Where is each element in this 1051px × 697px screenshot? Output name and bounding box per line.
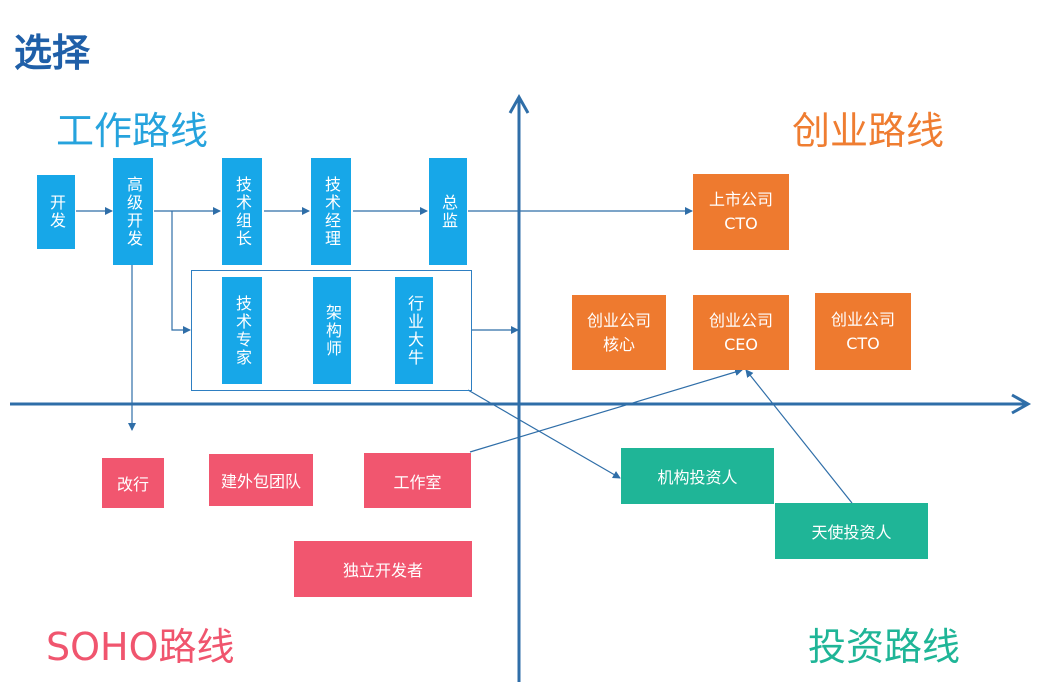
node-listed-company-cto-line2: CTO xyxy=(724,214,758,233)
node-startup-ceo-line2: CEO xyxy=(724,334,758,354)
node-studio-label: 工作室 xyxy=(393,472,442,492)
node-institutional-investor-label: 机构投资人 xyxy=(657,468,738,487)
node-startup-core-line2: 核心 xyxy=(602,334,635,354)
expert-group-frame xyxy=(191,270,472,391)
node-startup-core: 创业公司 核心 xyxy=(572,295,666,370)
node-outsourcing-team-label: 建外包团队 xyxy=(220,472,301,491)
node-tech-lead-label: 技术组长 xyxy=(233,175,252,248)
node-tech-expert-label: 技术专家 xyxy=(233,294,252,367)
node-angel-investor-label: 天使投资人 xyxy=(811,523,892,542)
node-listed-company-cto-line1: 上市公司 xyxy=(708,190,773,209)
quadrant-label-invest: 投资路线 xyxy=(808,625,961,669)
node-listed-company-cto: 上市公司 CTO xyxy=(693,174,789,250)
node-dev-label: 开发 xyxy=(47,194,66,230)
node-indie-dev: 独立开发者 xyxy=(294,541,472,597)
quadrant-label-startup: 创业路线 xyxy=(792,109,945,153)
node-startup-core-line1: 创业公司 xyxy=(586,310,651,330)
node-senior-dev-label: 高级开发 xyxy=(124,175,143,248)
arrow-studio-ceo xyxy=(469,368,743,453)
node-indie-dev-label: 独立开发者 xyxy=(342,561,423,580)
node-startup-ceo-line1: 创业公司 xyxy=(708,310,773,330)
quadrant-label-work: 工作路线 xyxy=(56,109,209,153)
node-tech-expert: 技术专家 xyxy=(222,277,262,384)
node-industry-leader-label: 行业大牛 xyxy=(405,294,424,367)
page-title: 选择 xyxy=(14,31,91,75)
node-angel-investor: 天使投资人 xyxy=(775,503,928,559)
node-studio: 工作室 xyxy=(364,453,471,508)
node-startup-ceo: 创业公司 CEO xyxy=(693,295,789,370)
node-tech-manager: 技术经理 xyxy=(311,158,351,265)
node-tech-manager-label: 技术经理 xyxy=(322,175,341,248)
node-institutional-investor: 机构投资人 xyxy=(621,448,774,504)
node-industry-leader: 行业大牛 xyxy=(395,277,433,384)
node-director: 总监 xyxy=(429,158,467,265)
arrow-angel-ceo xyxy=(745,369,853,504)
node-senior-dev: 高级开发 xyxy=(113,158,153,265)
node-career-change-label: 改行 xyxy=(116,475,149,494)
node-startup-cto-line2: CTO xyxy=(846,333,880,353)
node-dev: 开发 xyxy=(37,175,75,249)
node-director-label: 总监 xyxy=(439,193,458,230)
node-tech-lead: 技术组长 xyxy=(222,158,262,265)
quadrant-label-soho: SOHO路线 xyxy=(46,625,235,669)
node-architect-label: 架构师 xyxy=(323,303,342,358)
node-career-change: 改行 xyxy=(102,458,164,508)
node-startup-cto: 创业公司 CTO xyxy=(815,293,911,370)
arrow-senior-expert-group xyxy=(171,211,191,334)
arrow-expert-group-institutional xyxy=(467,389,621,479)
node-startup-cto-line1: 创业公司 xyxy=(830,309,895,329)
node-outsourcing-team: 建外包团队 xyxy=(209,454,313,506)
node-architect: 架构师 xyxy=(313,277,351,384)
